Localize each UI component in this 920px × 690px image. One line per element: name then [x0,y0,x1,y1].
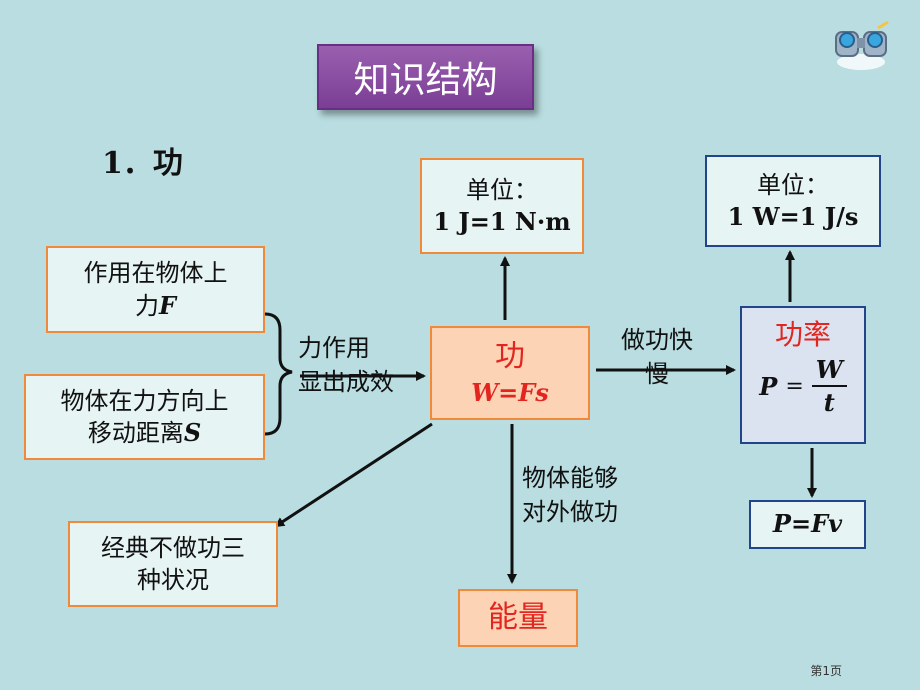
energy-box: 能量 [458,589,578,647]
power-box: 功率 P = W t [740,306,866,444]
work-box: 功 W=Fs [430,326,590,420]
brace-label: 力作用 显出成效 [298,332,394,399]
speed-label-line1: 做功快 [621,326,693,354]
title-text: 知识结构 [353,60,498,101]
unit-work-value: 1 J=1 N·m [433,207,571,236]
brace-label-line2: 显出成效 [298,367,394,396]
condition-force-box: 作用在物体上 力F [46,246,265,333]
condition-force-var: F [158,290,177,320]
condition-distance-box: 物体在力方向上 移动距离S [24,374,265,460]
unit-power-value: 1 W=1 J/s [727,202,859,231]
power-formula: P = W t [759,355,847,418]
power-eq: = [785,373,804,399]
ability-label-line1: 物体能够 [522,464,618,492]
arrow-work-to-nowork [274,422,433,528]
ability-label: 物体能够 对外做功 [522,462,618,529]
title-banner: 知识结构 [317,44,534,110]
power-denominator: t [823,387,835,417]
brace-label-line1: 力作用 [298,334,370,362]
energy-text: 能量 [488,599,548,635]
binoculars-icon [835,20,889,70]
condition-distance-var: S [183,418,202,447]
unit-power-label: 单位： [757,170,829,199]
power-lhs: P [759,371,778,401]
work-formula: W=Fs [471,378,549,408]
no-work-box: 经典不做功三 种状况 [68,521,278,607]
power-fraction: W t [811,355,847,418]
speed-label-line2: 慢 [645,359,669,388]
curly-brace [264,312,293,436]
condition-distance-line1: 物体在力方向上 [60,386,229,415]
page-number: 第1页 [810,664,842,678]
power-fv-formula: P=Fv [772,509,843,539]
power-numerator: W [811,355,847,387]
unit-work-label: 单位： [466,175,538,204]
unit-power-box: 单位： 1 W=1 J/s [705,155,881,247]
power-fv-box: P=Fv [749,500,866,549]
unit-work-box: 单位： 1 J=1 N·m [420,158,584,254]
condition-distance-line2: 移动距离 [87,419,184,447]
section-heading: 1．功 [102,146,183,181]
condition-force-line1: 作用在物体上 [83,259,228,288]
speed-label: 做功快 慢 [612,324,702,391]
power-name: 功率 [774,318,831,351]
condition-force-line2: 力 [134,291,159,320]
no-work-line2: 种状况 [137,566,209,594]
work-name: 功 [495,338,525,374]
ability-label-line2: 对外做功 [522,497,618,526]
no-work-line1: 经典不做功三 [101,533,245,562]
